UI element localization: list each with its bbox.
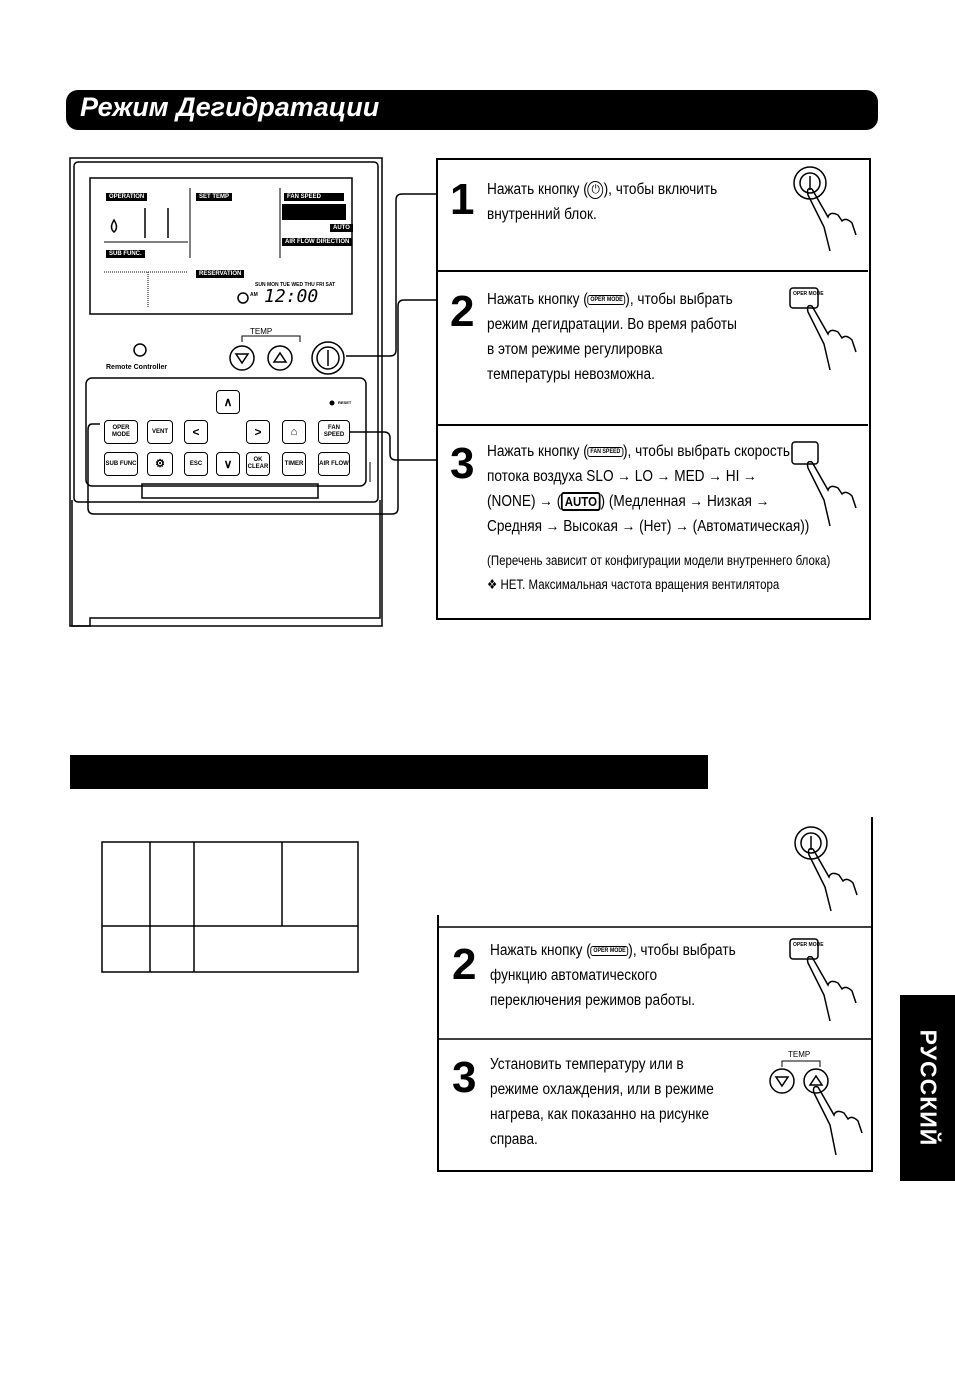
air-flow-key[interactable]: AIR FLOW (318, 452, 350, 476)
section-bar-2 (70, 755, 708, 789)
settings-key[interactable]: ⚙ (147, 452, 173, 476)
fan-speed-icon: FAN SPEED (587, 446, 623, 457)
lcd-operation-label: OPERATION (106, 193, 148, 201)
step-2-number: 2 (450, 287, 475, 336)
hand-press-oper-mode-icon (789, 287, 857, 371)
step-3-text: Нажать кнопку (FAN SPEED), чтобы выбрать… (487, 443, 810, 535)
ok-clear-key[interactable]: OK CLEAR (246, 452, 270, 476)
oper-mode-icon: OPER MODE (587, 294, 626, 305)
esc-key[interactable]: ESC (184, 452, 208, 476)
timer-key[interactable]: TIMER (282, 452, 306, 476)
left-key[interactable]: < (184, 420, 208, 444)
oper-mode-icon-label-bottom: OPER MODE (793, 942, 824, 948)
step-3-note-1: (Перечень зависит от конфигурации модели… (487, 553, 831, 568)
reset-label: RESET (338, 400, 352, 405)
temp-up-icon (267, 345, 293, 371)
step-divider (437, 424, 868, 426)
oper-mode-icon: OPER MODE (590, 945, 629, 956)
lcd-reservation-label: RESERVATION (196, 270, 245, 278)
oper-mode-key[interactable]: OPER MODE (104, 420, 138, 444)
remote-controller-label: Remote Controller (106, 364, 168, 371)
section-title: Режим Дегидратации (80, 92, 380, 122)
steps-panel-bottom-frame (437, 817, 873, 1172)
remote-controller-illustration (69, 157, 383, 627)
temp-down-icon (229, 345, 255, 371)
step-2-text: Нажать кнопку (OPER MODE), чтобы выбрать… (487, 291, 737, 383)
fan-speed-key[interactable]: FAN SPEED (318, 420, 350, 444)
bottom-step-3-text: Установить температуру или в режиме охла… (490, 1056, 714, 1148)
step-3-note-2: ❖ НЕТ. Максимальная частота вращения вен… (487, 577, 780, 592)
lcd-air-flow-direction-label: AIR FLOW DIRECTION (282, 238, 353, 246)
step-divider (437, 270, 868, 272)
auto-icon: AUTO (561, 492, 601, 511)
lcd-fan-speed-label: FAN SPEED (284, 193, 344, 201)
lcd-auto-label: AUTO (330, 224, 353, 232)
steps-panel-top (436, 158, 871, 620)
home-key[interactable]: ⌂ (282, 420, 306, 444)
down-key[interactable]: ∨ (216, 452, 240, 476)
up-key[interactable]: ∧ (216, 390, 240, 414)
power-icon (311, 341, 345, 375)
mode-table-outline (101, 841, 359, 973)
step-1-number: 1 (450, 175, 475, 224)
lcd-days: SUN MON TUE WED THU FRI SAT (255, 282, 336, 288)
step-1-text: Нажать кнопку (⏻), чтобы включить внутре… (487, 180, 718, 223)
bottom-step-2-text: Нажать кнопку (OPER MODE), чтобы выбрать… (490, 942, 736, 1009)
temp-label-bottom: TEMP (788, 1050, 811, 1059)
hand-press-fan-speed-icon (791, 441, 857, 527)
oper-mode-icon-label: OPER MODE (793, 291, 824, 297)
receiver-icon (133, 343, 147, 357)
clock-icon (237, 292, 249, 304)
right-key[interactable]: > (246, 420, 270, 444)
lcd-set-temp-label: SET TEMP (196, 193, 233, 201)
step-3-number: 3 (450, 439, 475, 488)
drop-icon (110, 218, 118, 233)
language-tab: РУССКИЙ (900, 995, 955, 1181)
power-icon: ⏻ (587, 180, 604, 199)
callout-lines (87, 193, 436, 515)
sub-func-key[interactable]: SUB FUNC (104, 452, 138, 476)
vent-key[interactable]: VENT (147, 420, 173, 444)
section-title-bar: Режим Дегидратации (66, 90, 878, 130)
temp-label: TEMP (250, 327, 273, 336)
lcd-am: AM (250, 292, 258, 298)
bottom-step-2-number: 2 (452, 940, 477, 989)
lcd-time: 12:00 (264, 286, 319, 307)
language-tab-label: РУССКИЙ (915, 1029, 941, 1147)
lcd-sub-func-label: SUB FUNC. (106, 250, 145, 258)
bottom-step-3-number: 3 (452, 1053, 477, 1102)
hand-press-power-icon (793, 166, 857, 252)
